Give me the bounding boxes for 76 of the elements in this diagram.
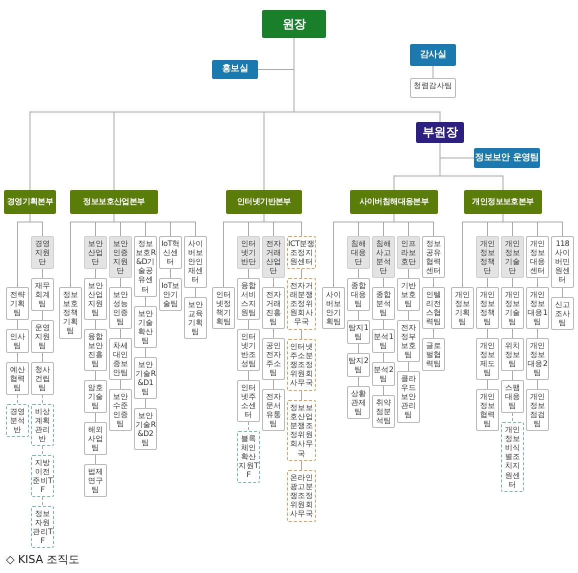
division-box: 경영기획본부 (4, 190, 56, 214)
connector-line (301, 268, 302, 278)
connector-line (383, 320, 384, 330)
connector-line (440, 142, 504, 190)
division-box: 개인정보보호본부 (464, 190, 542, 214)
connector-line (273, 278, 274, 288)
connector-line (512, 370, 513, 380)
connector-line (512, 278, 513, 288)
connector-line (433, 278, 434, 288)
connector-line (248, 320, 249, 330)
connector-line (273, 380, 274, 390)
caption: ◇ KISA 조직도 (6, 552, 80, 567)
connector-line (95, 370, 96, 380)
connector-line (42, 352, 43, 362)
connector-line (95, 454, 96, 464)
connector-line (562, 288, 563, 298)
connector-line (145, 296, 146, 306)
connector-line (95, 268, 96, 278)
connector-line (17, 352, 18, 362)
connector-line (487, 380, 488, 390)
connector-line (487, 328, 488, 338)
connector-line (248, 422, 249, 432)
office-box: 정보보안 운영팀 (474, 148, 540, 168)
connector-line (358, 268, 359, 278)
executive-box: 부원장 (416, 122, 464, 143)
division-box: 사이버침해대응본부 (350, 190, 438, 214)
connector-line (358, 344, 359, 354)
executive-box: 원장 (262, 10, 326, 38)
connector-line (301, 460, 302, 470)
connector-line (17, 320, 18, 330)
connector-line (145, 348, 146, 358)
connector-line (114, 214, 196, 236)
connector-line (383, 278, 384, 288)
connector-line (120, 328, 121, 338)
connector-line (512, 328, 513, 338)
connector-line (433, 328, 434, 338)
connector-line (502, 214, 563, 236)
connector-line (17, 394, 18, 404)
connector-line (248, 268, 249, 278)
connector-line (408, 310, 409, 320)
connector-line (120, 278, 121, 288)
connector-line (408, 362, 409, 372)
connector-line (264, 214, 302, 236)
connector-line (487, 278, 488, 288)
connector-line (95, 320, 96, 330)
connector-line (42, 310, 43, 320)
office-box: 감사실 (410, 44, 456, 66)
connector-line (195, 288, 196, 298)
division-box: 인터넷기반본부 (226, 190, 302, 214)
connector-line (273, 328, 274, 338)
connector-line (248, 370, 249, 380)
connector-line (383, 386, 384, 396)
connector-line (537, 380, 538, 390)
connector-line (120, 380, 121, 390)
division-box: 정보보호산업본부 (70, 190, 158, 214)
connector-line (301, 330, 302, 340)
connector-line (512, 412, 513, 422)
connector-line (42, 446, 43, 456)
connector-line (432, 66, 434, 78)
connector-line (301, 390, 302, 400)
connector-line (358, 310, 359, 320)
office-box: 홍보실 (212, 60, 258, 79)
connector-line (537, 328, 538, 338)
connector-line (42, 394, 43, 404)
connector-line (408, 268, 409, 278)
connector-line (537, 278, 538, 288)
connector-line (383, 352, 384, 362)
connector-line (95, 412, 96, 422)
connector-line (394, 214, 434, 236)
connector-line (294, 38, 440, 122)
connector-line (42, 268, 43, 278)
connector-line (30, 214, 43, 236)
connector-line (358, 376, 359, 386)
connector-line (170, 268, 171, 278)
connector-line (145, 398, 146, 408)
connector-line (42, 496, 43, 506)
